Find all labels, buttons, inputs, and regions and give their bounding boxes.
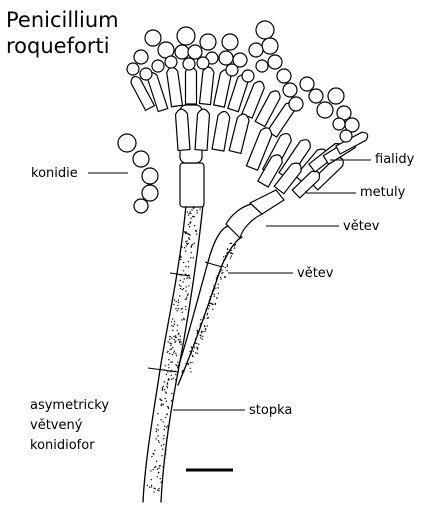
- phialides-cluster: [130, 66, 369, 199]
- phialide: [194, 108, 211, 152]
- phialide: [254, 90, 281, 128]
- conidium: [255, 59, 269, 73]
- conidium: [339, 129, 353, 143]
- conidium: [221, 33, 239, 51]
- phialide: [211, 110, 231, 152]
- conidium: [176, 26, 196, 46]
- phialide: [198, 66, 215, 106]
- phialide: [291, 170, 321, 199]
- conidium: [267, 54, 283, 70]
- phialide: [241, 80, 265, 119]
- conidium: [308, 88, 324, 104]
- conidium: [327, 87, 345, 105]
- conidium: [141, 167, 159, 185]
- label-stopka: stopka: [249, 403, 292, 418]
- conidium: [133, 49, 149, 65]
- title-line-1: Penicillium: [6, 8, 119, 32]
- phialide: [130, 75, 156, 112]
- conidium: [316, 101, 334, 119]
- caption-line-3: konidiofor: [30, 438, 95, 453]
- conidium: [232, 52, 248, 68]
- label-vetev-1: větev: [343, 219, 380, 234]
- caption-line-1: asymetricky: [30, 398, 109, 413]
- conidium: [132, 150, 150, 168]
- conidium: [225, 63, 239, 77]
- free-conidia: [117, 133, 159, 214]
- conidium: [276, 68, 292, 84]
- conidia-chains: [126, 20, 360, 143]
- caption-line-2: větvený: [30, 418, 83, 433]
- conidium: [196, 56, 210, 70]
- label-vetev-2: větev: [297, 266, 334, 281]
- conidium: [117, 133, 137, 153]
- branch: [177, 225, 243, 386]
- phialide: [166, 66, 184, 108]
- conidium: [133, 198, 149, 214]
- conidium: [187, 44, 203, 60]
- conidium: [299, 76, 315, 92]
- conidium: [164, 55, 178, 69]
- sub-branch: [225, 189, 285, 240]
- branch-stippling: [181, 242, 237, 375]
- stipe-stippling: [146, 207, 201, 493]
- phialide: [273, 162, 302, 195]
- conidium: [144, 29, 162, 47]
- conidium: [126, 62, 140, 76]
- label-konidie: konidie: [31, 166, 78, 181]
- conidium: [261, 37, 279, 55]
- label-metuly: metuly: [360, 185, 406, 200]
- conidium: [174, 44, 190, 60]
- conidium: [288, 96, 304, 112]
- conidium: [151, 59, 165, 73]
- conidium: [241, 69, 255, 83]
- phialide: [245, 127, 273, 172]
- stipe: [142, 204, 204, 503]
- conidium: [218, 50, 234, 66]
- label-fialidy: fialidy: [375, 152, 415, 167]
- conidium: [282, 82, 298, 98]
- conidium: [139, 67, 153, 81]
- conidium: [199, 33, 217, 51]
- title-line-2: roqueforti: [6, 34, 110, 58]
- phialide: [256, 154, 283, 188]
- phialide: [174, 108, 191, 152]
- phialide: [184, 66, 198, 105]
- conidium: [182, 57, 196, 71]
- conidium: [141, 184, 159, 202]
- conidium: [255, 20, 275, 40]
- phialide: [335, 131, 369, 155]
- conidium: [332, 117, 346, 131]
- conidium: [248, 42, 264, 58]
- phialide: [228, 113, 250, 155]
